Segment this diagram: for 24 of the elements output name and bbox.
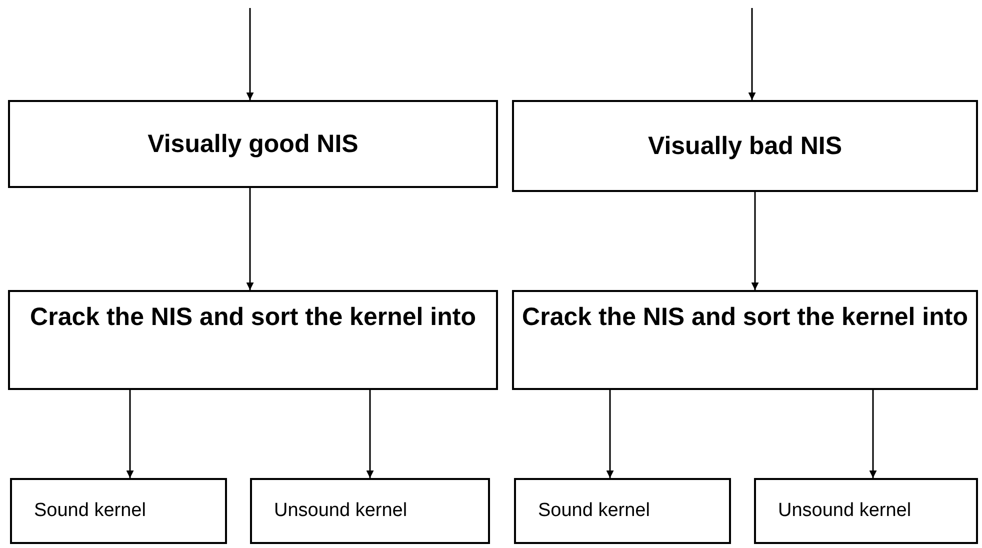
process-box	[512, 100, 978, 192]
box-label: Sound kernel	[33, 499, 146, 523]
box-label: Unsound kernel	[273, 499, 408, 523]
result-box	[10, 478, 227, 544]
box-label: Unsound kernel	[777, 499, 912, 523]
box-label: Crack the NIS and sort the kernel into	[30, 302, 476, 333]
arrow	[366, 390, 374, 478]
process-box	[8, 100, 498, 188]
arrow	[246, 188, 254, 290]
box-label: Crack the NIS and sort the kernel into	[522, 302, 968, 333]
arrow	[869, 390, 877, 478]
arrow	[246, 8, 254, 100]
box-label: Sound kernel	[537, 499, 650, 523]
arrow	[606, 390, 614, 478]
arrow	[751, 192, 759, 290]
box-label: Visually good NIS	[148, 130, 358, 158]
box-label: Visually bad NIS	[648, 132, 842, 160]
process-box	[512, 290, 978, 390]
result-box	[754, 478, 978, 544]
result-box	[250, 478, 490, 544]
arrow	[126, 390, 134, 478]
result-box	[514, 478, 731, 544]
process-box	[8, 290, 498, 390]
arrow	[748, 8, 756, 100]
